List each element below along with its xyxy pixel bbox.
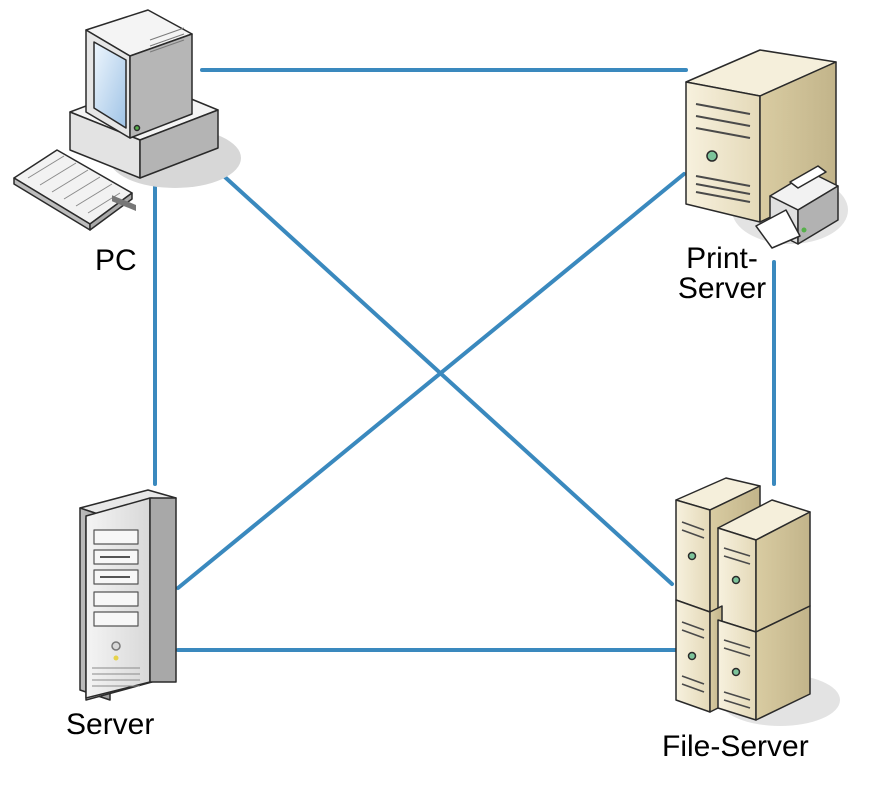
- pc-label: PC: [95, 244, 137, 277]
- file-server-cluster-icon: [675, 477, 840, 726]
- link-print-server-server: [176, 172, 686, 590]
- print-server-label-line2: Server: [677, 272, 767, 305]
- link-pc-file-server: [202, 156, 674, 586]
- print-server-label-line1: Print-: [686, 242, 758, 275]
- print-server-icon: [685, 49, 848, 249]
- desktop-pc-icon: [13, 9, 241, 231]
- tower-server-icon: [79, 489, 177, 701]
- file-server-label: File-Server: [662, 730, 809, 763]
- connection-lines: [153, 68, 776, 652]
- server-label: Server: [66, 708, 155, 741]
